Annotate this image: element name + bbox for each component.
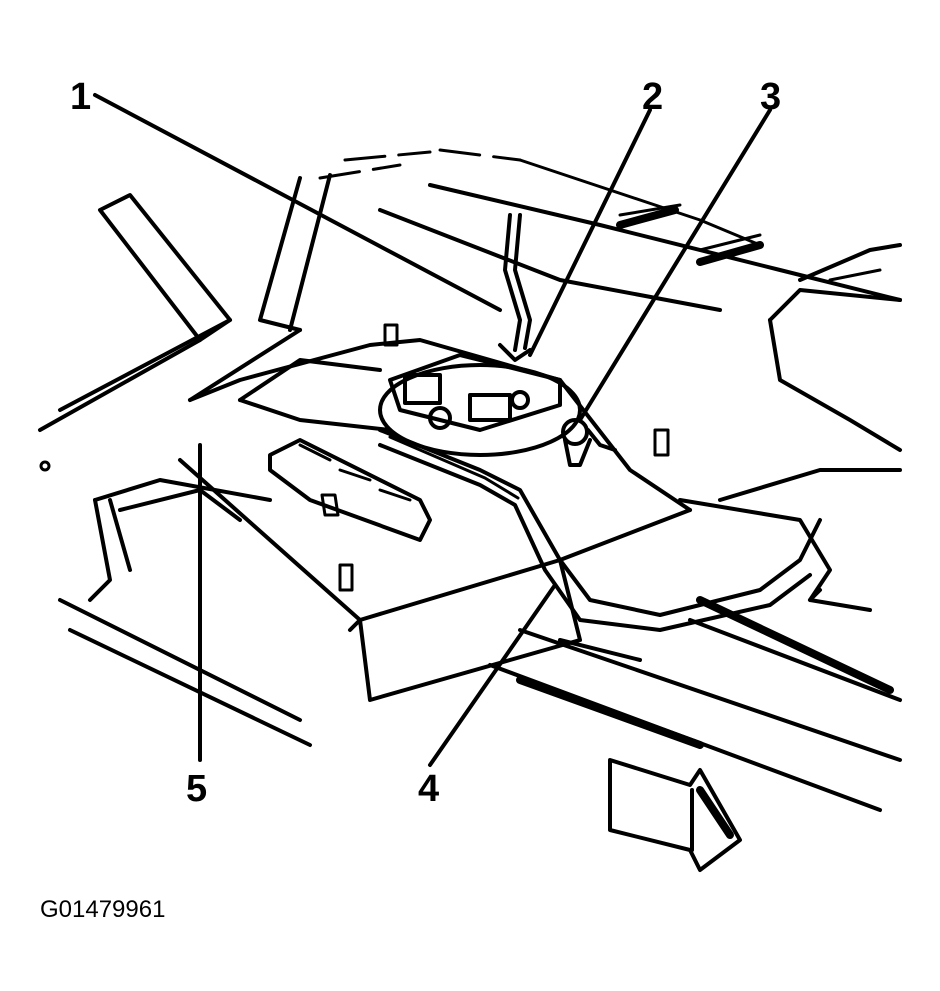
callout-4: 4 xyxy=(418,768,440,810)
callout-2: 2 xyxy=(642,76,664,118)
fuel-tank xyxy=(178,323,692,702)
figure-id: G01479961 xyxy=(40,896,166,923)
fuel-lines xyxy=(378,418,822,632)
leader-lines xyxy=(93,93,772,767)
fuel-sender-module xyxy=(378,213,582,457)
callout-3: 3 xyxy=(760,76,782,118)
callout-5: 5 xyxy=(186,768,208,810)
front-arrow-icon xyxy=(608,758,742,872)
callout-1: 1 xyxy=(70,76,92,118)
